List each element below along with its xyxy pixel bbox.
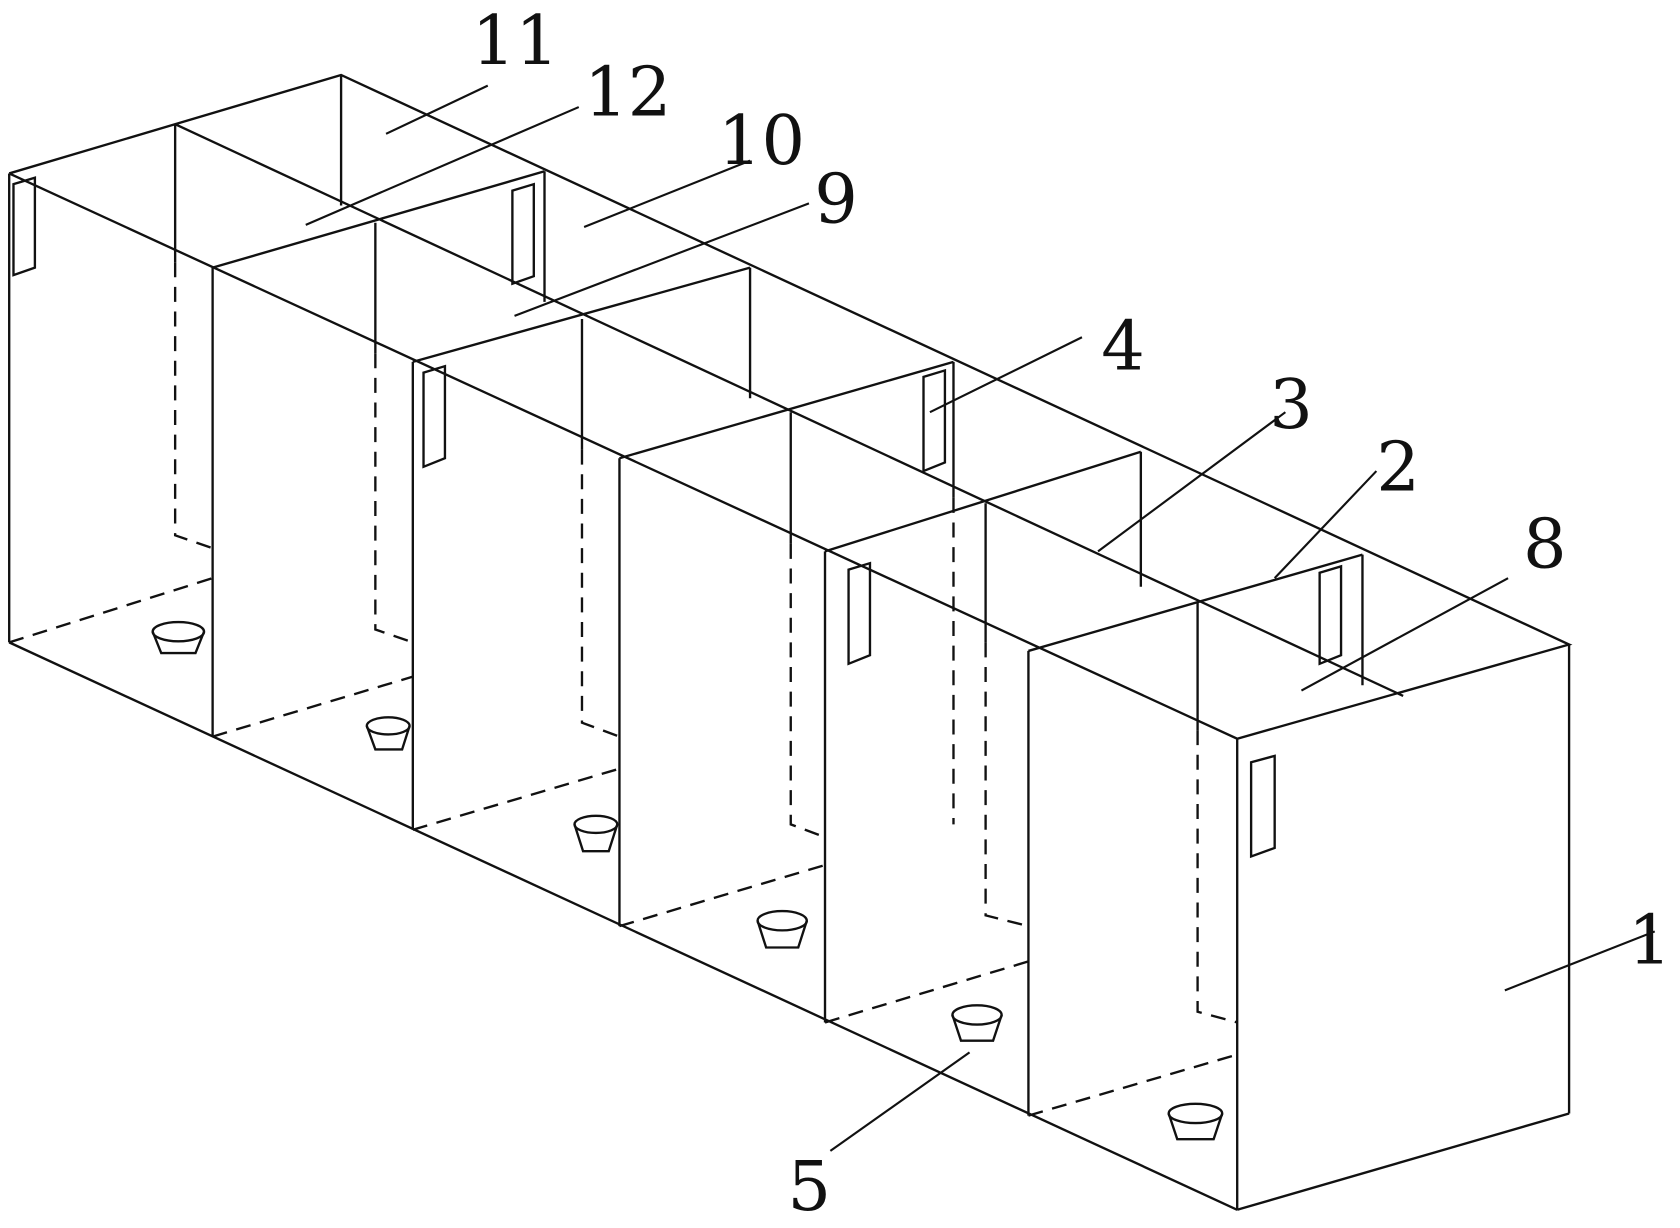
label-4: 4 bbox=[1101, 306, 1145, 386]
outlet-icon bbox=[1167, 1102, 1224, 1141]
outlet-icon bbox=[151, 620, 206, 655]
label-9: 9 bbox=[814, 160, 858, 240]
outlet-icon bbox=[573, 814, 619, 853]
label-3: 3 bbox=[1269, 365, 1313, 445]
leader-lines bbox=[305, 84, 1656, 1152]
partitions bbox=[174, 123, 1404, 1116]
label-10: 10 bbox=[718, 101, 805, 181]
handles bbox=[12, 176, 1343, 859]
label-11: 11 bbox=[472, 1, 559, 81]
outlet-icon bbox=[756, 909, 808, 949]
label-2: 2 bbox=[1376, 427, 1420, 507]
label-8: 8 bbox=[1523, 504, 1567, 584]
outlet-icons bbox=[151, 620, 1224, 1141]
outer-box bbox=[8, 73, 1573, 1211]
outlet-icon bbox=[951, 1004, 1003, 1042]
reference-labels: 1 2 3 4 5 8 9 10 11 12 bbox=[472, 1, 1672, 1227]
outlet-icon bbox=[365, 716, 411, 751]
label-5: 5 bbox=[788, 1147, 832, 1227]
label-12: 12 bbox=[584, 53, 671, 133]
hidden-lines bbox=[8, 262, 1238, 1117]
label-1: 1 bbox=[1628, 901, 1672, 981]
